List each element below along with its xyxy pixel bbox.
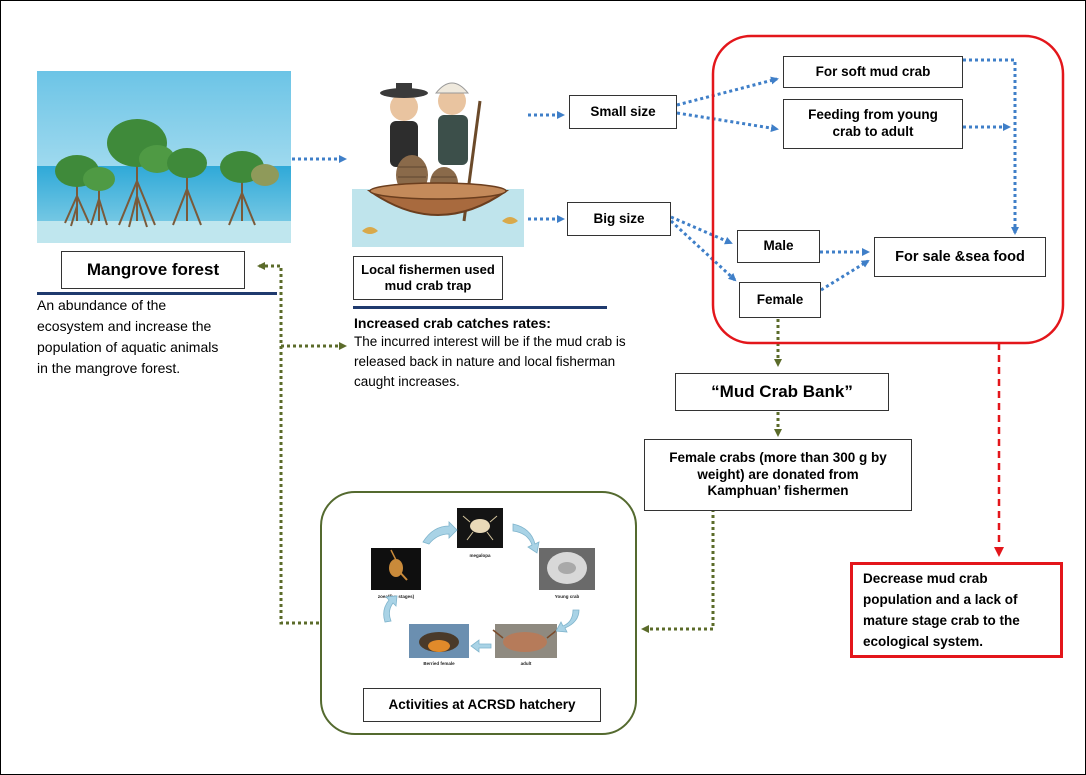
arrow-big-to-female: [669, 219, 737, 282]
arrow-donation-to-hatchery: [641, 509, 715, 633]
arrow-hatchery-to-mangrove: [257, 262, 319, 625]
sale-seafood-box: For sale &sea food: [874, 237, 1046, 277]
male-box: Male: [737, 230, 820, 263]
donation-box: Female crabs (more than 300 g by weight)…: [644, 439, 912, 511]
hatchery-label: Activities at ACRSD hatchery: [363, 688, 601, 722]
stage-label-megalopa: megalopa: [469, 553, 491, 558]
stage-label-berried: Berried female: [423, 661, 455, 666]
mangrove-forest-label: Mangrove forest: [61, 251, 245, 289]
crab-lifecycle-photos: megalopa Young crab adult Berried female…: [363, 506, 603, 666]
arrow-small-to-feeding: [676, 111, 779, 133]
arrow-soft-to-sale: [963, 58, 1019, 235]
cycle-arrow-icon: [383, 521, 580, 653]
soft-mud-crab-box: For soft mud crab: [783, 56, 963, 88]
mangrove-description: An abundance of the ecosystem and increa…: [37, 297, 219, 376]
big-size-box: Big size: [567, 202, 671, 236]
decline-box: Decrease mud crab population and a lack …: [850, 562, 1063, 658]
sale-region-outline: [711, 34, 1065, 345]
arrow-big-to-male: [670, 215, 733, 245]
mangrove-rule: [37, 292, 277, 295]
feeding-box: Feeding from young crab to adult: [783, 99, 963, 149]
fishermen-label: Local fishermen used mud crab trap: [353, 256, 503, 300]
female-box: Female: [739, 282, 821, 318]
mud-crab-bank-box: “Mud Crab Bank”: [675, 373, 889, 411]
fishermen-rule: [353, 306, 607, 309]
fishermen-boat-illustration: [352, 71, 524, 247]
stage-label-young: Young crab: [555, 594, 580, 599]
catch-rate-heading: Increased crab catches rates:: [354, 315, 551, 331]
stage-label-adult: adult: [521, 661, 532, 666]
mangrove-illustration: [37, 71, 291, 243]
small-size-box: Small size: [569, 95, 677, 129]
arrow-small-to-soft: [676, 76, 779, 107]
catch-rate-description: The incurred interest will be if the mud…: [354, 334, 626, 389]
arrow-female-to-sale: [820, 259, 870, 292]
